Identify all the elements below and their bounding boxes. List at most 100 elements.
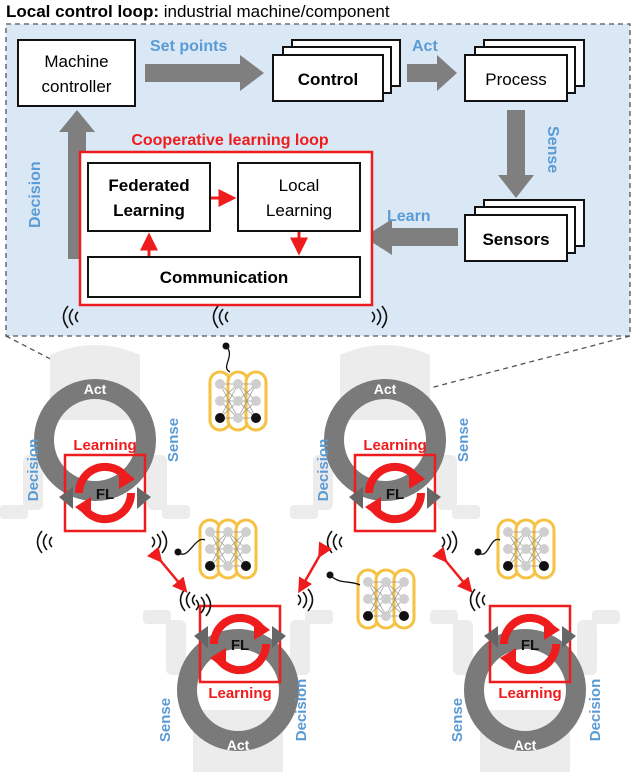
nn-node — [363, 577, 373, 587]
robot-arm-right — [147, 455, 167, 510]
nn-node — [205, 544, 215, 554]
ring-head-right — [562, 626, 576, 648]
fl-label: FL — [231, 637, 249, 654]
local-learning-box — [237, 162, 361, 232]
nn-node — [381, 611, 391, 621]
robot-hand-right — [592, 610, 620, 624]
local-label-2: Learning — [266, 201, 332, 220]
nn-layer — [174, 342, 556, 630]
nn-node — [521, 544, 531, 554]
sense-label: Sense — [544, 126, 561, 173]
wave-icon — [469, 588, 486, 612]
title-rest: industrial machine/component — [159, 2, 390, 21]
side-label-left: Decision — [315, 439, 332, 502]
act-label: Act — [374, 381, 397, 397]
wave-icon — [36, 530, 53, 554]
fl-cycle-head-bottom — [365, 497, 381, 519]
learn-arrow — [364, 219, 458, 255]
act-ring — [177, 629, 299, 751]
ring-head-left — [349, 487, 363, 509]
fl-cycle-head-bottom — [210, 648, 226, 670]
ring-head-left — [59, 487, 73, 509]
nn-connector-wire — [225, 345, 231, 373]
nn-node — [521, 561, 531, 571]
communication-box — [87, 256, 361, 298]
nn-connector-dot — [474, 548, 482, 556]
fl-label: FL — [521, 637, 539, 654]
process-box — [464, 54, 568, 102]
ring-head-right — [137, 487, 151, 509]
nn-node — [251, 396, 261, 406]
wave-icon — [151, 530, 168, 554]
nn-node — [233, 379, 243, 389]
coop-loop-title: Cooperative learning loop — [131, 132, 329, 149]
nn-edge — [367, 581, 387, 617]
machine-controller-label-1: Machine — [44, 52, 108, 71]
nn-edge — [219, 383, 239, 419]
nn-node — [205, 527, 215, 537]
exchange-arrow — [298, 541, 333, 594]
nn-connector-wire — [329, 574, 361, 586]
robot-hand-left — [290, 505, 318, 519]
act-label: Act — [227, 737, 250, 753]
nn-node — [399, 594, 409, 604]
nn-node — [539, 544, 549, 554]
nn-node — [215, 413, 225, 423]
learning-label: Learning — [363, 437, 426, 454]
nn-node — [503, 527, 513, 537]
set-points-arrow — [145, 55, 264, 91]
side-label-right: Decision — [293, 679, 310, 742]
robot-hand-left — [0, 505, 28, 519]
wave-icon — [297, 588, 314, 612]
robot-arm-left — [166, 620, 186, 675]
robot-hand-right — [162, 505, 190, 519]
nn-node — [241, 527, 251, 537]
nn-node — [223, 561, 233, 571]
neural-network-icon — [496, 518, 556, 580]
side-label-right: Sense — [455, 418, 472, 462]
exchange-arrow — [432, 546, 473, 593]
exchange-arrow — [147, 546, 188, 593]
robot-arm-left — [453, 620, 473, 675]
fl-cycle-head-top — [544, 618, 560, 640]
nn-node — [503, 561, 513, 571]
neural-network-icon — [208, 370, 268, 432]
nn-node — [399, 577, 409, 587]
wave-icon — [441, 530, 458, 554]
nn-node — [215, 379, 225, 389]
federated-learning-box — [87, 162, 211, 232]
nn-node — [223, 527, 233, 537]
neural-network-icon — [198, 518, 258, 580]
federated-label-2: Learning — [113, 201, 185, 220]
control-box — [272, 54, 384, 102]
act-label: Act — [514, 737, 537, 753]
nn-edge — [227, 531, 247, 567]
robot-hand-right — [305, 610, 333, 624]
federated-label-1: Federated — [108, 176, 189, 195]
robot-hand-right — [452, 505, 480, 519]
side-label-left: Sense — [449, 698, 466, 742]
side-label-left: Decision — [25, 439, 42, 502]
fl-cycle-head-bottom — [75, 497, 91, 519]
robot-arm-left — [313, 455, 333, 510]
ring-head-right — [427, 487, 441, 509]
nn-node — [251, 413, 261, 423]
act-arrow — [407, 55, 457, 91]
nn-node — [251, 379, 261, 389]
nn-node — [233, 413, 243, 423]
sensors-box — [464, 214, 568, 262]
nn-connector-dot — [174, 548, 182, 556]
zoom-line-right — [429, 335, 631, 389]
local-label-1: Local — [279, 176, 320, 195]
robot-hand-left — [143, 610, 171, 624]
nn-edge — [385, 581, 405, 617]
nn-node — [521, 527, 531, 537]
act-ring — [464, 629, 586, 751]
sense-arrow — [498, 110, 534, 198]
nn-edge — [507, 531, 527, 567]
process-label: Process — [485, 70, 546, 89]
wave-icon — [326, 530, 343, 554]
act-ring — [34, 379, 156, 501]
fl-label: FL — [96, 486, 114, 503]
